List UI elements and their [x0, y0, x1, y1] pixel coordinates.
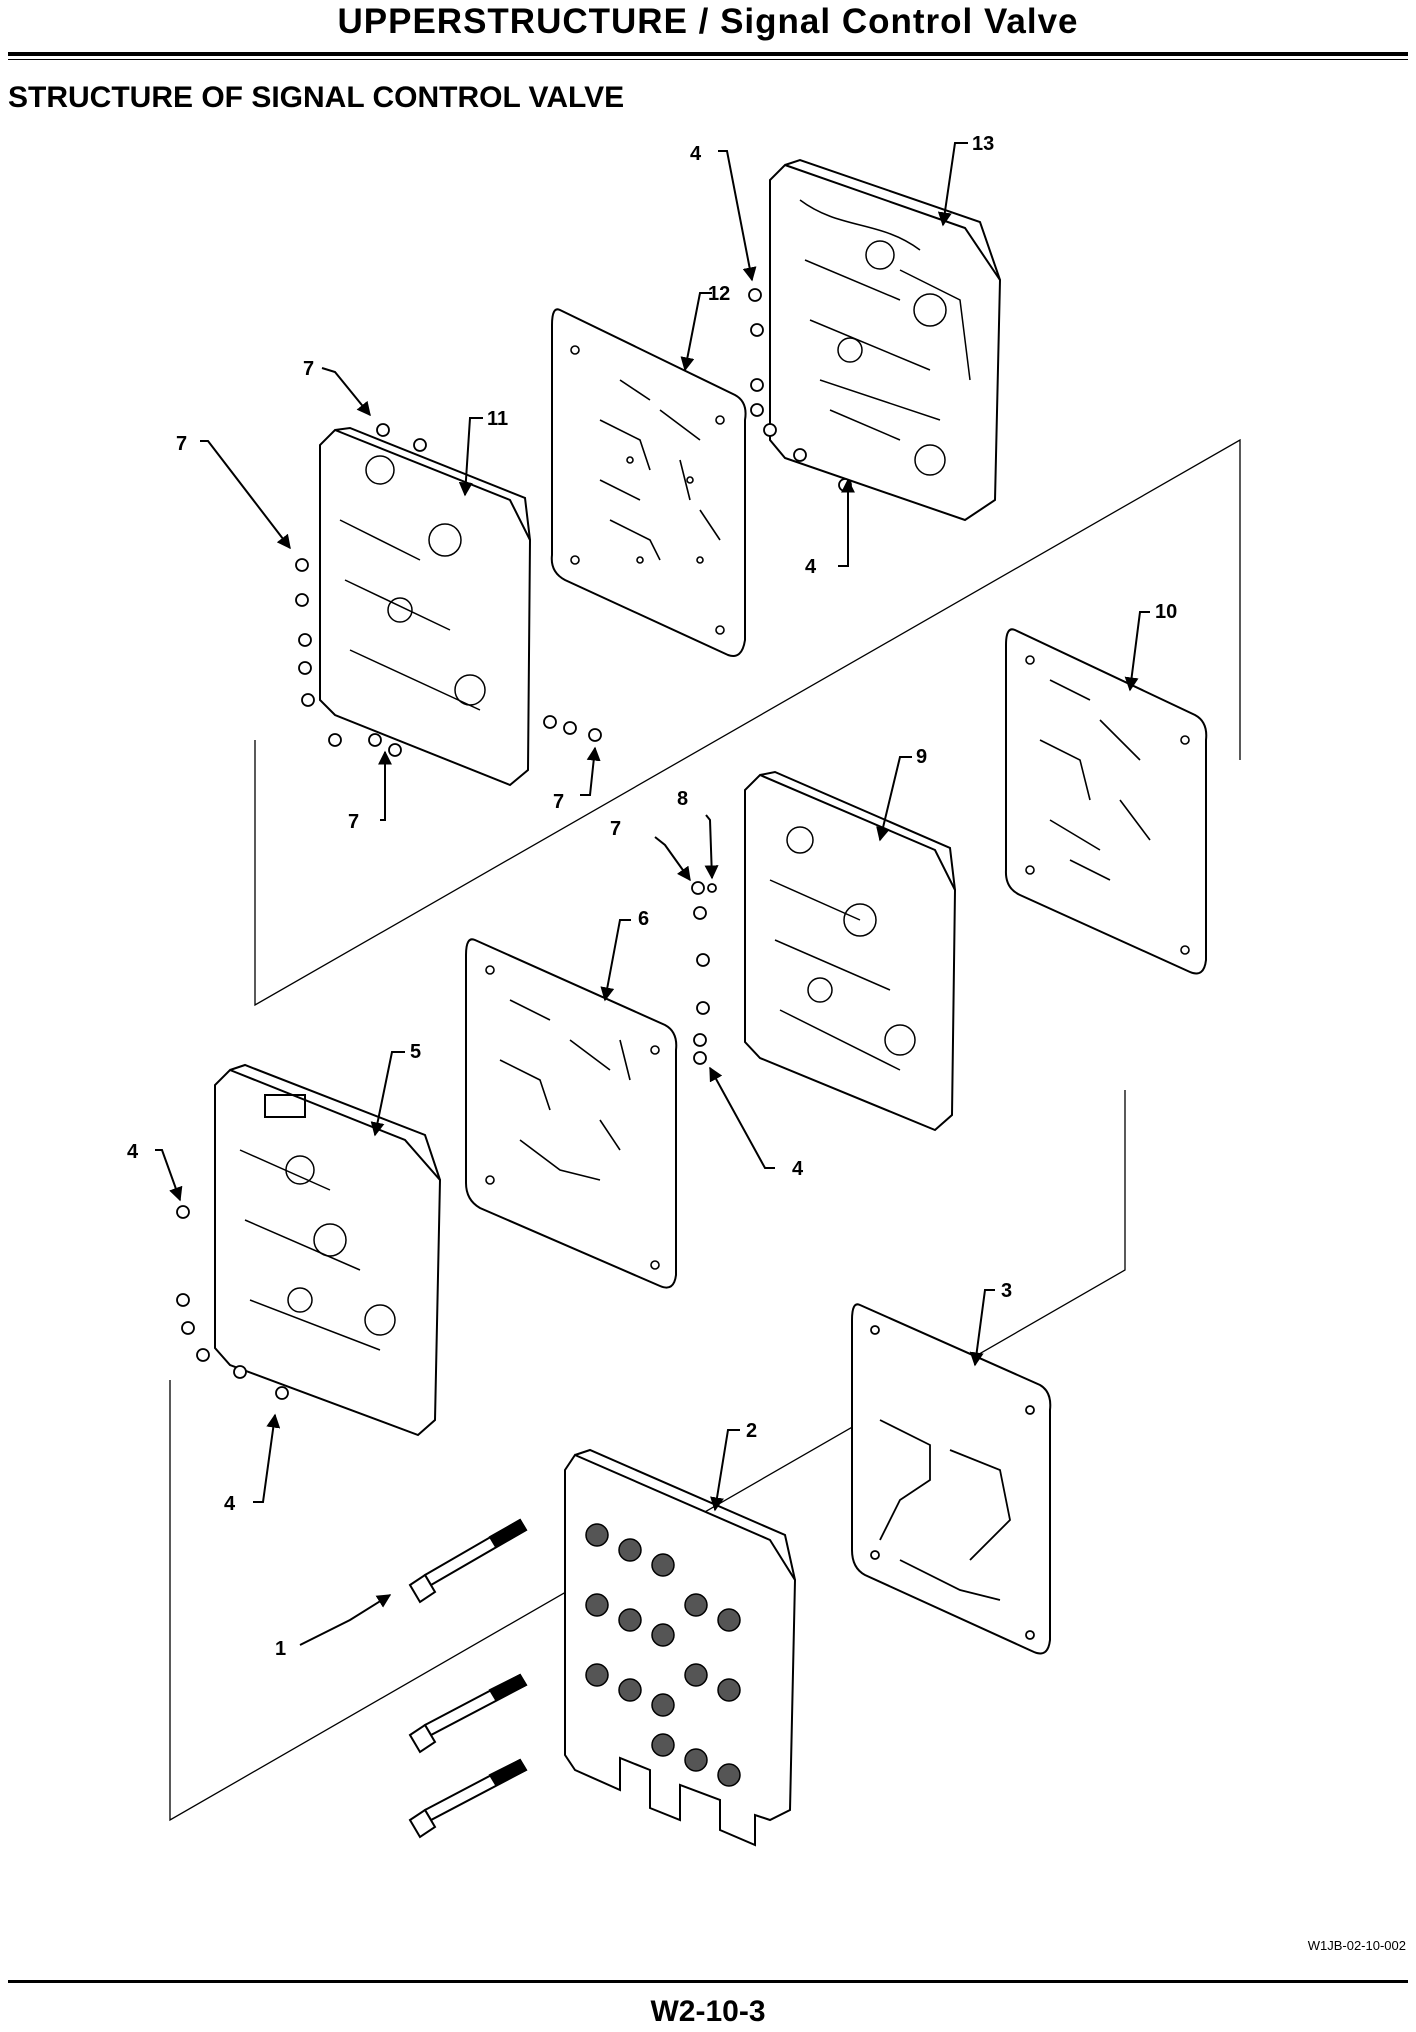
- callout-13: 13: [972, 133, 994, 155]
- callout-3: 3: [1001, 1280, 1012, 1302]
- plate-10: [1004, 628, 1208, 975]
- callout-7: 7: [176, 433, 187, 455]
- callout-1: 1: [275, 1638, 286, 1660]
- callout-11: 11: [487, 408, 508, 430]
- header-rule-thin: [8, 59, 1408, 60]
- callout-12: 12: [708, 283, 730, 305]
- callout-7: 7: [610, 818, 621, 840]
- callout-10: 10: [1155, 601, 1177, 623]
- plate-6: [465, 938, 678, 1289]
- callout-4: 4: [224, 1493, 236, 1515]
- page-number: W2-10-3: [650, 1995, 766, 2028]
- valve-block-11: [319, 426, 532, 787]
- header-rule-thick: [8, 52, 1408, 56]
- housing-2: [564, 1448, 797, 1847]
- o-ring-group: [176, 288, 852, 1400]
- bolt-1b: [408, 1673, 528, 1754]
- callout-4: 4: [690, 143, 702, 165]
- valve-block-9: [744, 770, 957, 1132]
- plate-12: [550, 308, 747, 657]
- bolt-1a: [408, 1518, 528, 1604]
- callout-9: 9: [916, 746, 927, 768]
- callout-4: 4: [792, 1158, 804, 1180]
- callout-7: 7: [553, 791, 564, 813]
- callout-leaders: [155, 142, 1150, 1646]
- callout-7: 7: [348, 811, 359, 833]
- callout-8: 8: [677, 788, 688, 810]
- bolt-1c: [408, 1758, 528, 1839]
- valve-block-5: [214, 1063, 442, 1437]
- callout-5: 5: [410, 1041, 421, 1063]
- callout-6: 6: [638, 908, 649, 930]
- callout-labels: 13 4 12 4 11 7 7 10 7 7 7 8 9 6 5 4 4 3 …: [127, 133, 1177, 1660]
- callout-4: 4: [805, 556, 817, 578]
- plate-3: [851, 1303, 1052, 1655]
- page-header-title: UPPERSTRUCTURE / Signal Control Valve: [337, 2, 1079, 41]
- callout-7: 7: [303, 358, 314, 380]
- figure-id: W1JB-02-10-002: [1307, 1938, 1406, 1953]
- section-title: STRUCTURE OF SIGNAL CONTROL VALVE: [8, 81, 625, 114]
- footer-rule: [8, 1980, 1408, 1983]
- valve-block-13: [769, 158, 1002, 522]
- callout-4: 4: [127, 1141, 139, 1163]
- bolt-1-group: [408, 1518, 528, 1839]
- callout-2: 2: [746, 1420, 757, 1442]
